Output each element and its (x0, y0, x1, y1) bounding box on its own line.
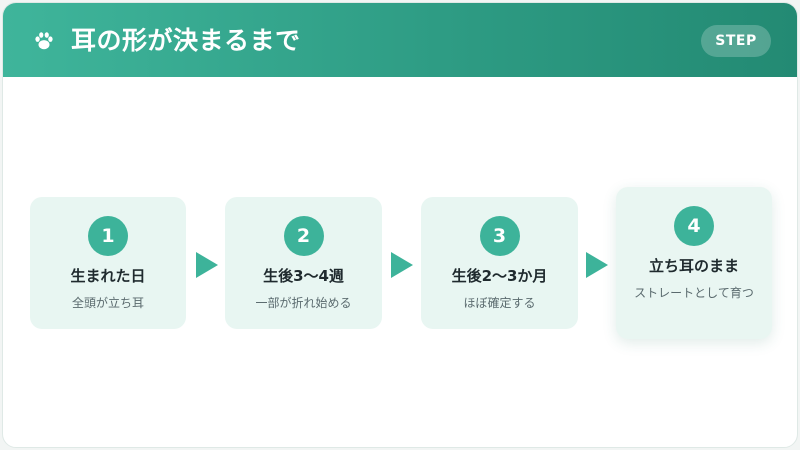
step-4: 4 立ち耳のまま ストレートとして育つ (616, 187, 772, 339)
step-badge: STEP (701, 25, 771, 57)
paw-icon (35, 32, 53, 50)
step-3: 3 生後2〜3か月 ほぼ確定する (421, 197, 578, 329)
step-number: 1 (88, 216, 128, 256)
step-description: 全頭が立ち耳 (71, 296, 144, 310)
step-1: 1 生まれた日 全頭が立ち耳 (30, 197, 186, 329)
step-title: 生まれた日 (70, 267, 146, 285)
header-bar: 耳の形が決まるまで STEP (3, 3, 797, 77)
step-number: 4 (674, 206, 714, 246)
steps-row: 1 生まれた日 全頭が立ち耳 2 生後3〜4週 一部が折れ始める 3 生後2〜3… (3, 77, 797, 447)
step-description: 一部が折れ始める (255, 296, 352, 310)
step-title: 立ち耳のまま (648, 257, 739, 275)
page-title: 耳の形が決まるまで (71, 26, 301, 55)
step-number: 3 (479, 216, 520, 256)
step-2: 2 生後3〜4週 一部が折れ始める (225, 197, 382, 329)
step-number: 2 (283, 216, 324, 256)
step-description: ストレートとして育つ (634, 286, 754, 300)
step-description: ほぼ確定する (463, 296, 536, 310)
step-title: 生後2〜3か月 (451, 267, 548, 285)
arrow-right-icon (391, 252, 413, 278)
arrow-right-icon (586, 252, 608, 278)
arrow-right-icon (196, 252, 218, 278)
step-title: 生後3〜4週 (263, 267, 344, 285)
